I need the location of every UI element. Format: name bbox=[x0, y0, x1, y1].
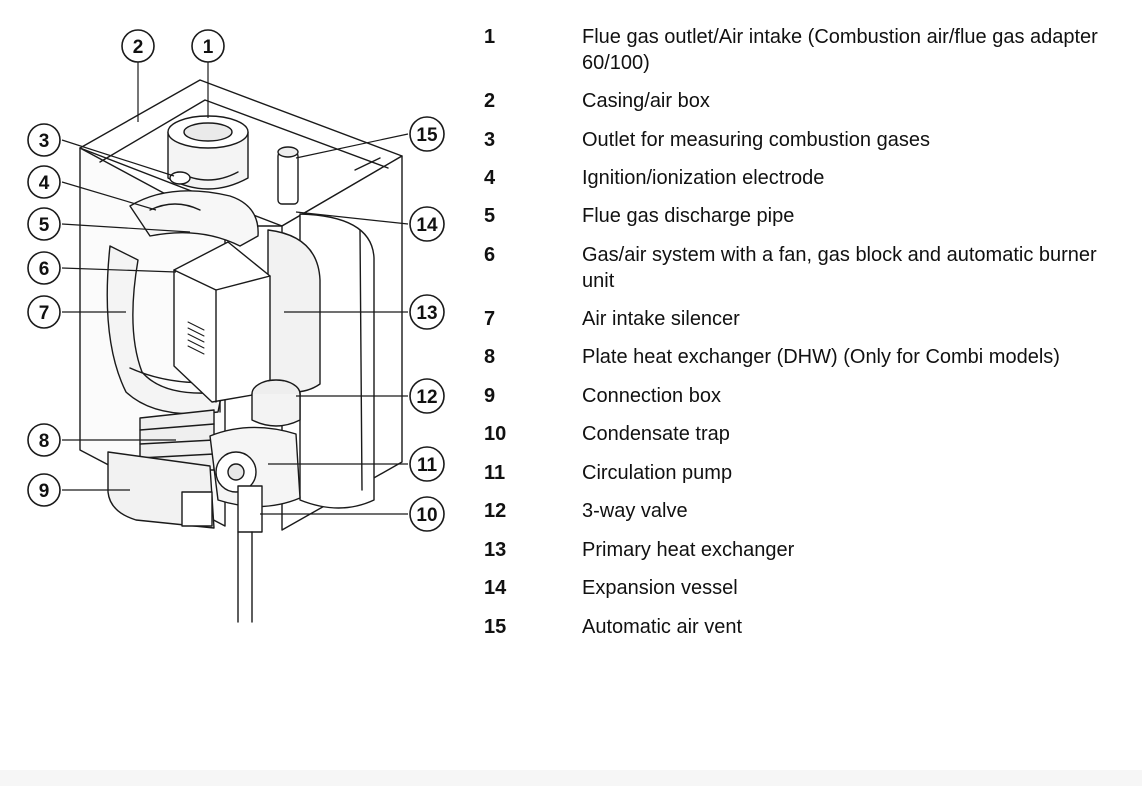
legend-text: Automatic air vent bbox=[582, 616, 743, 638]
legend-number: 6 bbox=[484, 244, 496, 266]
legend-item-9: 9 Connection box bbox=[484, 383, 1134, 421]
legend-number: 11 bbox=[484, 462, 506, 484]
legend-item-5: 5 Flue gas discharge pipe bbox=[484, 203, 1134, 242]
legend-text: Plate heat exchanger (DHW) (Only for Com… bbox=[582, 346, 1060, 368]
callout-2: 2 bbox=[121, 29, 155, 63]
callout-11: 11 bbox=[409, 446, 445, 482]
legend-item-6: 6 Gas/air system with a fan, gas block an… bbox=[484, 242, 1134, 306]
callout-3: 3 bbox=[27, 123, 61, 157]
callout-9: 9 bbox=[27, 473, 61, 507]
legend-text: Flue gas outlet/Air intake (Combustion a… bbox=[582, 26, 1098, 74]
legend-number: 3 bbox=[484, 129, 496, 151]
svg-text:4: 4 bbox=[39, 173, 50, 194]
legend-number: 10 bbox=[484, 423, 507, 445]
svg-text:7: 7 bbox=[39, 303, 50, 324]
svg-text:11: 11 bbox=[417, 455, 438, 476]
legend-item-10: 10 Condensate trap bbox=[484, 421, 1134, 460]
svg-text:12: 12 bbox=[416, 387, 437, 408]
legend-item-1: 1 Flue gas outlet/Air intake (Combustion … bbox=[484, 24, 1134, 88]
svg-text:3: 3 bbox=[39, 131, 50, 152]
svg-text:2: 2 bbox=[133, 37, 144, 58]
callout-1: 1 bbox=[191, 29, 225, 63]
legend-text: Gas/air system with a fan, gas block and… bbox=[582, 244, 1097, 292]
callout-7: 7 bbox=[27, 295, 61, 329]
legend-item-7: 7 Air intake silencer bbox=[484, 306, 1134, 344]
legend-number: 14 bbox=[484, 577, 507, 599]
svg-text:5: 5 bbox=[39, 215, 50, 236]
callout-4: 4 bbox=[27, 165, 61, 199]
legend-number: 9 bbox=[484, 385, 496, 407]
legend-text: Casing/air box bbox=[582, 90, 710, 112]
legend-item-13: 13 Primary heat exchanger bbox=[484, 537, 1134, 575]
svg-text:14: 14 bbox=[416, 215, 438, 236]
callout-13: 13 bbox=[409, 294, 445, 330]
legend-number: 1 bbox=[484, 26, 496, 48]
legend-item-3: 3 Outlet for measuring combustion gases bbox=[484, 127, 1134, 165]
legend-text: Ignition/ionization electrode bbox=[582, 167, 825, 189]
legend-item-12: 12 3-way valve bbox=[484, 498, 1134, 537]
legend-text: Connection box bbox=[582, 385, 721, 407]
air-intake-silencer bbox=[106, 245, 223, 415]
legend-number: 7 bbox=[484, 308, 496, 330]
legend-text: Circulation pump bbox=[582, 462, 733, 484]
legend-number: 8 bbox=[484, 346, 496, 368]
legend-text: 3-way valve bbox=[582, 500, 688, 522]
legend-number: 5 bbox=[484, 205, 496, 227]
svg-text:8: 8 bbox=[39, 431, 50, 452]
svg-text:1: 1 bbox=[203, 37, 214, 58]
callout-10: 10 bbox=[409, 496, 445, 532]
callout-15: 15 bbox=[409, 116, 445, 152]
svg-text:15: 15 bbox=[416, 125, 438, 146]
legend-item-8: 8 Plate heat exchanger (DHW) (Only for Co… bbox=[484, 344, 1134, 383]
legend-text: Air intake silencer bbox=[582, 308, 740, 330]
svg-text:10: 10 bbox=[416, 505, 437, 526]
legend-item-11: 11 Circulation pump bbox=[484, 460, 1134, 498]
callout-14: 14 bbox=[409, 206, 445, 242]
legend-item-15: 15 Automatic air vent bbox=[484, 614, 1134, 652]
legend-text: Outlet for measuring combustion gases bbox=[582, 129, 930, 151]
legend-number: 2 bbox=[484, 90, 496, 112]
legend-item-2: 2 Casing/air box bbox=[484, 88, 1134, 127]
legend-item-14: 14 Expansion vessel bbox=[484, 575, 1134, 614]
callout-8: 8 bbox=[27, 423, 61, 457]
svg-text:6: 6 bbox=[39, 259, 50, 280]
legend-text: Condensate trap bbox=[582, 423, 730, 445]
legend-number: 4 bbox=[484, 167, 496, 189]
condensate-trap bbox=[237, 485, 263, 533]
callout-5: 5 bbox=[27, 207, 61, 241]
legend-number: 15 bbox=[484, 616, 507, 638]
callout-12: 12 bbox=[409, 378, 445, 414]
svg-text:13: 13 bbox=[416, 303, 437, 324]
boiler-diagram: 1 2 3 4 5 6 7 8 9 10 11 12 13 14 15 bbox=[27, 29, 445, 623]
legend-text: Expansion vessel bbox=[582, 577, 738, 599]
legend-text: Primary heat exchanger bbox=[582, 539, 795, 561]
legend-item-4: 4 Ignition/ionization electrode bbox=[484, 165, 1134, 203]
legend: 1 Flue gas outlet/Air intake (Combustion … bbox=[484, 24, 1134, 652]
legend-number: 12 bbox=[484, 500, 507, 522]
page-footer-strip bbox=[0, 770, 1142, 786]
legend-number: 13 bbox=[484, 539, 507, 561]
svg-text:9: 9 bbox=[39, 481, 50, 502]
legend-text: Flue gas discharge pipe bbox=[582, 205, 795, 227]
callout-6: 6 bbox=[27, 251, 61, 285]
